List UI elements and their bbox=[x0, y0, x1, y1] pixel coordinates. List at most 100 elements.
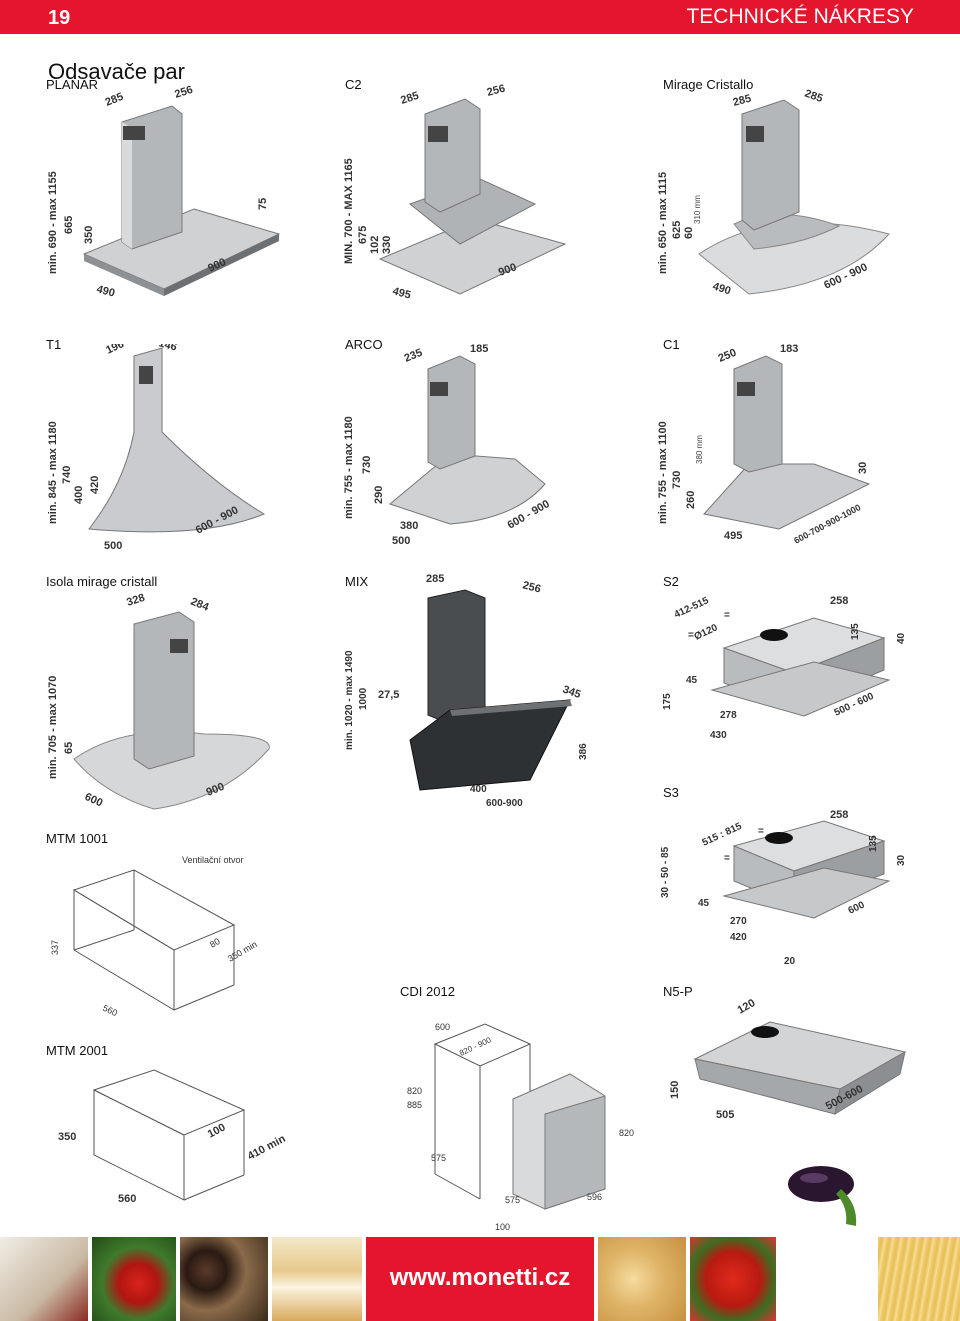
cake-photo bbox=[272, 1237, 362, 1321]
mix-dim-386: 386 bbox=[578, 743, 589, 760]
planar-dim-285: 285 bbox=[104, 91, 126, 109]
isola-dim-600: 600 bbox=[83, 791, 105, 810]
cdi2012-drawing: 600 820 - 900 820 885 575 575 596 100 82… bbox=[395, 1004, 645, 1234]
website-link[interactable]: www.monetti.cz bbox=[389, 1264, 571, 1291]
bread-photo bbox=[598, 1237, 686, 1321]
cdi-dim-820a: 820 bbox=[407, 1086, 422, 1096]
label-mix: MIX bbox=[345, 574, 369, 589]
blank-photo bbox=[780, 1237, 876, 1321]
s3-dim-30-50-85: 30 - 50 - 85 bbox=[660, 846, 671, 898]
s2-dim-135: 135 bbox=[850, 623, 861, 640]
cdi-dim-100: 100 bbox=[495, 1222, 510, 1232]
cdi-dim-885: 885 bbox=[407, 1100, 422, 1110]
label-t1: T1 bbox=[46, 337, 62, 352]
mtm1001-dim-560: 560 bbox=[101, 1003, 119, 1018]
s3-dim-30: 30 bbox=[896, 854, 907, 866]
t1-dim-146: 146 bbox=[157, 344, 178, 354]
s3-dim-eq2: = bbox=[758, 826, 764, 837]
label-s3: S3 bbox=[663, 785, 679, 800]
mtm1001-vent-label: Ventilační otvor bbox=[182, 855, 244, 865]
footer-photo-strip: www.monetti.cz bbox=[0, 1237, 960, 1321]
c2-dim-256: 256 bbox=[486, 84, 507, 99]
mirage-dim-285b: 285 bbox=[803, 88, 824, 106]
s3-dim-eq1: = bbox=[724, 853, 730, 864]
isola-dim-65: 65 bbox=[63, 742, 75, 754]
t1-dim-420: 420 bbox=[89, 476, 101, 494]
c1-dim-380mm: 380 mm bbox=[695, 435, 704, 464]
mtm1001-dim-337: 337 bbox=[50, 940, 60, 955]
s3-drawing: 515 : 815 = = 258 135 30 30 - 50 - 85 45… bbox=[654, 806, 914, 968]
t1-dim-height: min. 845 - max 1180 bbox=[47, 421, 59, 524]
cdi-dim-575b: 575 bbox=[505, 1195, 520, 1205]
cheese-photo bbox=[0, 1237, 88, 1321]
header-bar: 19 TECHNICKÉ NÁKRESY bbox=[0, 0, 960, 34]
c1-dim-height: min. 755 - max 1100 bbox=[657, 421, 669, 524]
arco-dim-235: 235 bbox=[403, 347, 425, 365]
pasta-photo bbox=[878, 1237, 960, 1321]
s3-dim-600: 600 bbox=[847, 900, 867, 917]
mix-dim-256: 256 bbox=[521, 579, 542, 595]
planar-dim-75: 75 bbox=[257, 198, 269, 210]
s2-dim-278: 278 bbox=[720, 710, 737, 721]
isola-drawing: 328 284 min. 705 - max 1070 65 600 900 bbox=[44, 584, 294, 814]
c1-dim-495: 495 bbox=[724, 530, 742, 542]
mtm2001-dim-410min: 410 min bbox=[246, 1133, 288, 1163]
label-cdi2012: CDI 2012 bbox=[400, 984, 455, 999]
section-title: TECHNICKÉ NÁKRESY bbox=[686, 5, 914, 28]
mix-dim-1000: 1000 bbox=[358, 687, 369, 710]
label-n5p: N5-P bbox=[663, 984, 693, 999]
t1-drawing: 196 146 min. 845 - max 1180 740 400 420 … bbox=[44, 344, 294, 559]
arco-dim-730: 730 bbox=[361, 456, 373, 474]
cdi-dim-820b: 820 bbox=[619, 1128, 634, 1138]
arco-drawing: 235 185 min. 755 - max 1180 730 290 380 … bbox=[340, 344, 580, 559]
mix-dim-height: min. 1020 - max 1490 bbox=[344, 650, 355, 750]
n5p-drawing: 120 150 505 500-600 bbox=[660, 994, 920, 1134]
label-isola: Isola mirage cristall bbox=[46, 574, 158, 589]
c2-dim-675: 675 bbox=[357, 226, 369, 244]
mix-drawing: 285 256 min. 1020 - max 1490 1000 27,5 3… bbox=[340, 570, 600, 815]
arco-dim-290: 290 bbox=[373, 486, 385, 504]
c2-dim-495: 495 bbox=[391, 285, 412, 301]
n5p-dim-120: 120 bbox=[736, 997, 758, 1017]
mirage-dim-625: 625 bbox=[671, 221, 683, 239]
tomato-photo bbox=[92, 1237, 176, 1321]
peppercorn-photo bbox=[180, 1237, 268, 1321]
s3-dim-420: 420 bbox=[730, 932, 747, 943]
mix-dim-345: 345 bbox=[561, 684, 582, 702]
s3-dim-515-815: 515 : 815 bbox=[701, 821, 744, 849]
mtm2001-dim-560: 560 bbox=[118, 1193, 136, 1205]
isola-dim-height: min. 705 - max 1070 bbox=[47, 676, 59, 779]
c1-dim-730: 730 bbox=[671, 471, 683, 489]
s2-dim-175: 175 bbox=[662, 693, 673, 710]
s2-dim-430: 430 bbox=[710, 730, 727, 741]
mirage-dim-285a: 285 bbox=[732, 93, 753, 109]
cdi-dim-600: 600 bbox=[435, 1022, 450, 1032]
n5p-dim-505: 505 bbox=[716, 1109, 734, 1121]
mix-dim-600-900: 600-900 bbox=[486, 798, 523, 809]
page-number: 19 bbox=[48, 7, 71, 29]
page-title: Odsavače par bbox=[48, 58, 185, 84]
mtm1001-dim-80: 80 bbox=[208, 936, 222, 950]
c2-drawing: 285 256 MIN. 700 - MAX 1165 675 102 330 … bbox=[340, 84, 580, 304]
c1-drawing: 250 183 min. 755 - max 1100 730 380 mm 2… bbox=[654, 344, 894, 559]
s2-dim-40: 40 bbox=[896, 632, 907, 644]
isola-dim-284: 284 bbox=[189, 596, 211, 614]
mix-dim-285: 285 bbox=[426, 573, 444, 585]
arco-dim-185: 185 bbox=[470, 344, 488, 355]
s2-dim-412-515: 412-515 bbox=[673, 595, 711, 621]
c2-dim-102: 102 bbox=[369, 236, 381, 254]
mtm1001-drawing: Ventilační otvor 337 80 350 min 560 bbox=[44, 850, 274, 1020]
mix-dim-27-5: 27,5 bbox=[378, 689, 399, 701]
mirage-dim-490: 490 bbox=[711, 280, 732, 297]
arco-dim-height: min. 755 - max 1180 bbox=[343, 416, 355, 519]
eggplant-image bbox=[786, 1144, 870, 1230]
mix-dim-400: 400 bbox=[470, 784, 487, 795]
label-c1: C1 bbox=[663, 337, 680, 352]
planar-drawing: 285 256 min. 690 - max 1155 665 350 75 4… bbox=[44, 84, 294, 304]
mirage-dim-height: min. 650 - max 1115 bbox=[657, 172, 669, 274]
s2-dim-258: 258 bbox=[830, 595, 848, 607]
c2-dim-900: 900 bbox=[497, 261, 518, 279]
label-mtm1001: MTM 1001 bbox=[46, 831, 109, 846]
label-arco: ARCO bbox=[345, 337, 383, 352]
label-mtm2001: MTM 2001 bbox=[46, 1043, 109, 1058]
